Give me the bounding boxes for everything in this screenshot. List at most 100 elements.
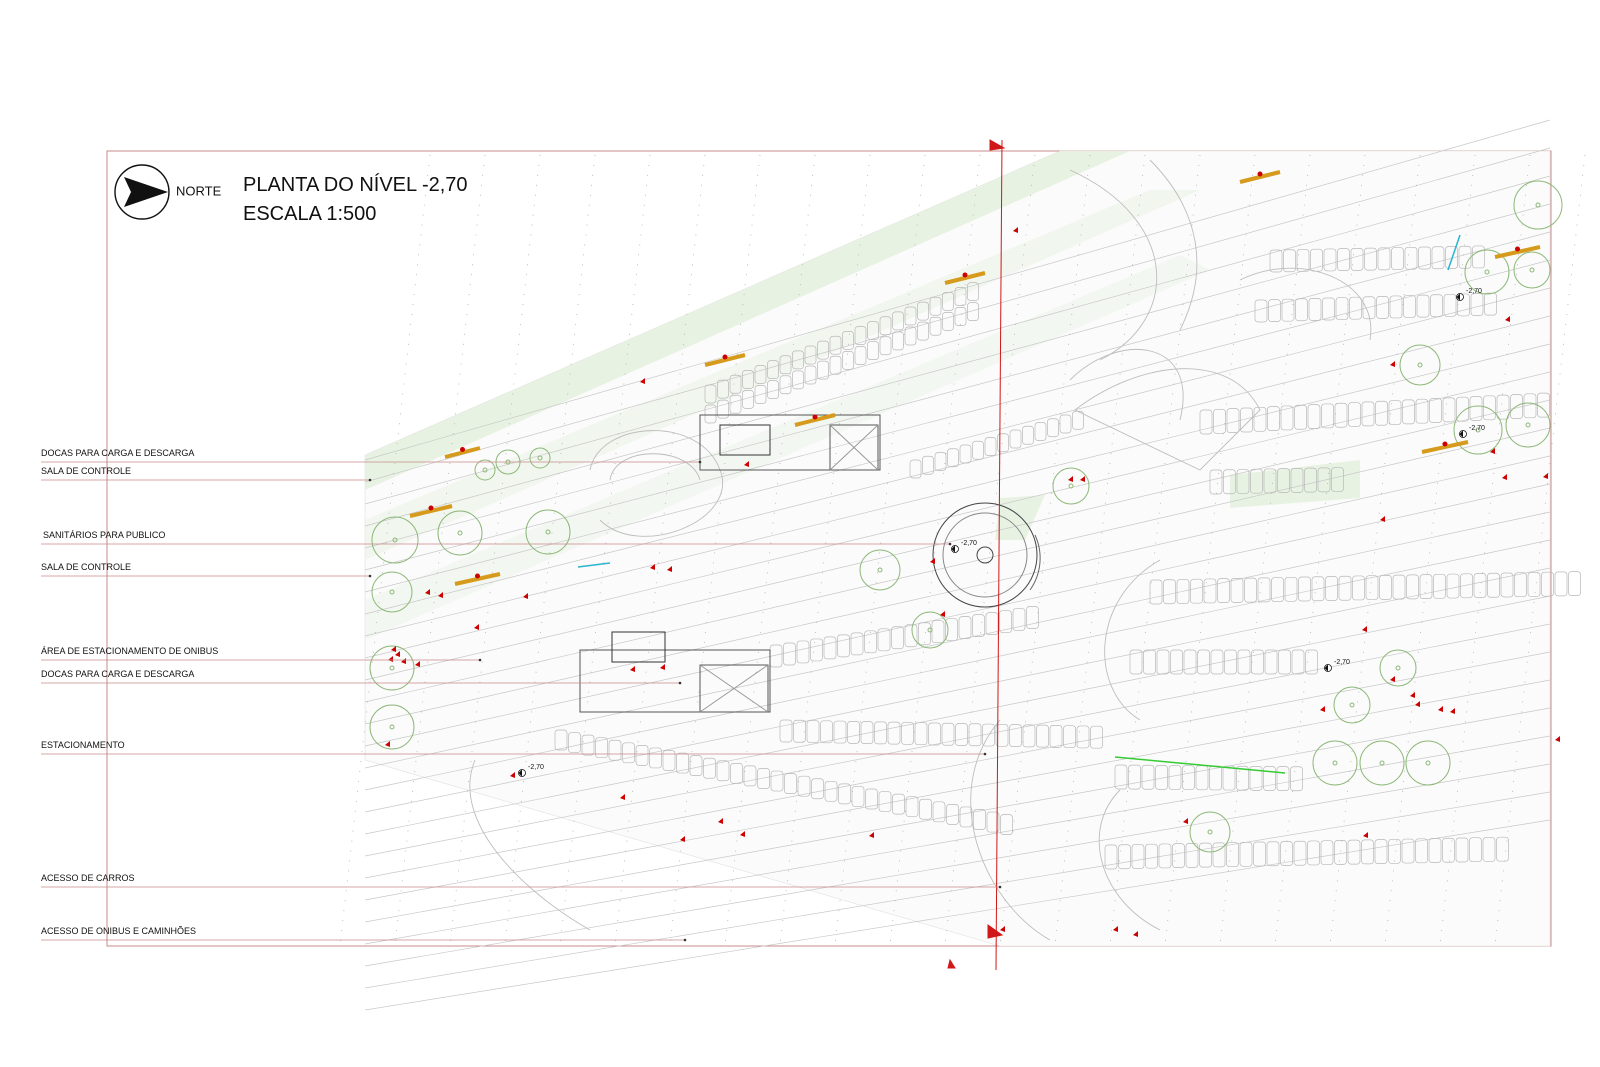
parking-stall: [1456, 396, 1469, 422]
road-line: [364, 287, 1551, 593]
person-marker-icon: [1415, 701, 1420, 707]
parking-stall: [662, 750, 676, 771]
parking-stall: [1376, 296, 1389, 319]
level-symbol-fill: [1459, 430, 1463, 438]
parking-stall: [967, 302, 979, 321]
parking-stall: [1223, 469, 1236, 495]
parking-stall: [1226, 842, 1239, 867]
parking-stall: [1239, 841, 1253, 867]
parking-stall: [984, 437, 997, 456]
bench-figure: [475, 573, 480, 579]
parking-stall: [581, 734, 595, 756]
parking-stall: [1338, 575, 1352, 601]
road-line: [364, 707, 1551, 923]
tree-canopy: [1453, 405, 1503, 455]
parking-stall: [864, 630, 877, 654]
parking-stall: [1224, 649, 1237, 675]
parking-stall: [811, 778, 824, 800]
road-line: [364, 147, 1551, 483]
parking-stall: [770, 770, 784, 792]
parking-stall: [1347, 839, 1361, 865]
person-marker-icon: [1390, 361, 1395, 367]
road-lines: [364, 119, 1551, 1011]
parking-stall: [1170, 649, 1183, 675]
parking-stall: [904, 326, 917, 346]
parking-stall: [1291, 649, 1305, 675]
parking-stall: [1237, 649, 1251, 675]
tree-canopy: [437, 510, 483, 556]
legend-label: ÁREA DE ESTACIONAMENTO DE ONIBUS: [41, 646, 218, 656]
parking-stall: [754, 385, 767, 404]
parking-stall: [1311, 576, 1325, 602]
parking-stall: [757, 768, 770, 789]
parking-stall: [754, 365, 767, 384]
tree-icon: [529, 447, 551, 469]
person-marker-icon: [660, 664, 665, 670]
parking-stall: [1022, 724, 1036, 748]
level-markers: -2,70-2,70-2,70-2,70-2,70: [518, 288, 1485, 777]
lime-accent: [1114, 756, 1286, 774]
parking-stall: [1527, 572, 1541, 597]
road-line: [364, 175, 1551, 505]
parking-stall: [1419, 574, 1433, 599]
person-marker-icon: [940, 611, 945, 617]
parking-stall: [1364, 247, 1377, 271]
bench-figure: [812, 414, 818, 420]
parking-stall: [1431, 246, 1445, 270]
parking-stall: [1541, 571, 1554, 597]
parking-stall: [1076, 725, 1090, 749]
parking-stall: [942, 292, 954, 311]
parking-stall: [867, 341, 879, 360]
leader-end-dot: [683, 938, 687, 942]
tree-canopy: [474, 459, 496, 481]
parking-stall: [1362, 296, 1376, 320]
parking-stall: [1172, 843, 1185, 869]
parking-stall: [833, 720, 847, 744]
parking-stall: [1317, 467, 1331, 493]
parking-stall: [1155, 765, 1168, 790]
parking-stall: [945, 618, 958, 642]
parking-stall: [784, 773, 797, 794]
parking-stall: [1131, 844, 1145, 869]
parking-stall: [1290, 468, 1304, 493]
parking-stall: [1379, 575, 1392, 600]
person-marker-icon: [1183, 818, 1188, 824]
parking-stall: [1406, 574, 1419, 600]
tree-icon: [474, 459, 496, 481]
parking-stall: [1230, 578, 1244, 603]
control-building-north: [699, 414, 881, 471]
parking-stall: [919, 798, 932, 820]
parking-stall: [1249, 765, 1263, 791]
person-marker-icon: [630, 666, 635, 672]
legend-label: ACESSO DE ONIBUS E CAMINHÕES: [41, 926, 196, 936]
road-line: [364, 231, 1551, 549]
level-value: -2,70: [528, 764, 544, 771]
legend-label: ACESSO DE CARROS: [41, 873, 135, 883]
parking-stall: [1392, 574, 1406, 600]
parking-stall: [1129, 649, 1143, 675]
leader-end-dot: [698, 460, 702, 464]
tree-canopy: [1359, 740, 1405, 786]
parking-stall: [877, 628, 891, 652]
parking-stall: [1496, 394, 1510, 420]
level-marker: -2,70: [1456, 288, 1482, 301]
road-line: [364, 567, 1551, 813]
tree-trunk: [1332, 760, 1338, 766]
parking-stall: [1118, 844, 1131, 870]
level-value: -2,70: [961, 540, 977, 547]
parking-stall: [829, 335, 842, 355]
parking-stall: [1500, 572, 1514, 598]
parking-stall: [997, 433, 1009, 453]
parking-stall: [792, 350, 804, 370]
tree-icon: [1513, 251, 1551, 289]
person-marker-icon: [523, 593, 528, 599]
bench-figure: [428, 505, 434, 511]
restroom-pavilion: [932, 502, 1041, 608]
parking-stall: [554, 729, 568, 751]
tree-canopy: [1333, 686, 1371, 724]
road-line: [364, 455, 1551, 725]
parking-stall: [779, 355, 792, 375]
parking-stall: [904, 306, 917, 326]
tree-trunk: [1068, 483, 1074, 489]
